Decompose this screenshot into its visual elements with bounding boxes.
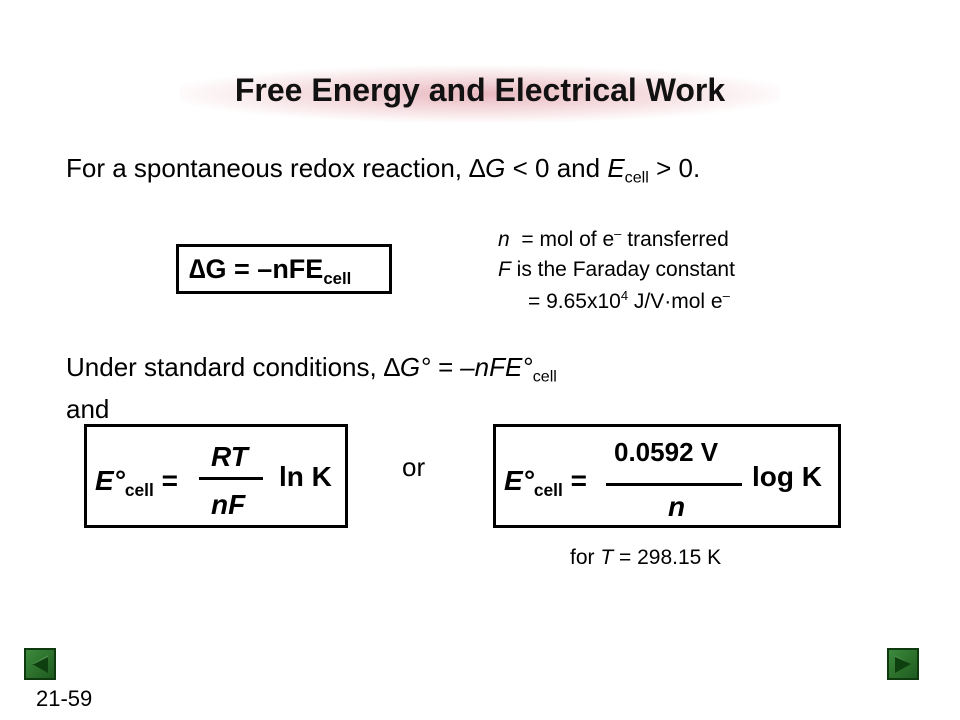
- n-variable: n: [498, 228, 510, 251]
- fraction-bar: [606, 483, 742, 486]
- cell-subscript: cell: [624, 168, 649, 187]
- denominator-text: n: [668, 491, 686, 522]
- statement-mid: < 0 and: [505, 153, 608, 183]
- ecell-standard: E°cell =: [95, 465, 178, 501]
- gibbs-variable: G: [485, 153, 506, 183]
- f-definition: is the Faraday constant: [510, 258, 735, 281]
- delta-symbol: ∆: [189, 254, 206, 284]
- standard-equation: G° = –nFE°: [399, 352, 533, 382]
- ecell-symbol: E°: [95, 465, 125, 496]
- faraday-units: J/V·mol e: [628, 290, 723, 313]
- f-variable: F: [498, 258, 511, 281]
- temperature-variable: T: [600, 546, 614, 569]
- next-slide-icon: [895, 655, 911, 673]
- previous-slide-button[interactable]: [24, 648, 56, 680]
- note-prefix: for: [570, 546, 601, 569]
- next-slide-button[interactable]: [887, 648, 919, 680]
- standard-conditions-statement: Under standard conditions, ∆G° = –nFE°ce…: [66, 352, 557, 386]
- statement-suffix: > 0.: [648, 153, 701, 183]
- previous-slide-icon: [32, 655, 48, 673]
- delta-symbol: ∆: [469, 153, 486, 183]
- equals-sign: =: [153, 465, 178, 496]
- faraday-value: = 9.65x104 J/V·mol e–: [528, 288, 730, 314]
- constant-numerator: 0.0592 V: [614, 437, 719, 467]
- and-text: and: [66, 394, 110, 424]
- faraday-value-prefix: = 9.65x10: [528, 290, 621, 313]
- statement-prefix: For a spontaneous redox reaction,: [66, 153, 470, 183]
- equals-sign: =: [562, 465, 587, 496]
- free-energy-equation-box: ∆G = –nFEcell: [176, 244, 392, 294]
- rt-numerator: RT: [211, 441, 248, 473]
- ln-k-term: ln K: [279, 461, 332, 492]
- slide-title: Free Energy and Electrical Work: [234, 72, 726, 108]
- ecell-standard: E°cell =: [504, 465, 587, 501]
- log-k-term: log K: [752, 461, 822, 492]
- numerator-text: RT: [211, 441, 248, 472]
- temperature-note: for T = 298.15 K: [570, 546, 721, 570]
- slide-number: 21-59: [36, 686, 93, 711]
- fraction-bar: [199, 477, 263, 480]
- n-denominator: n: [668, 491, 685, 523]
- definition-f: F is the Faraday constant: [498, 258, 735, 282]
- or-text: or: [402, 452, 426, 482]
- denominator-text: nF: [211, 489, 246, 520]
- nf-denominator: nF: [211, 489, 245, 521]
- delta-symbol: ∆: [383, 352, 400, 382]
- electron-charge-sup: –: [614, 226, 622, 242]
- equation-body: G = –nFE: [205, 254, 324, 284]
- statement-prefix: Under standard conditions,: [66, 352, 384, 382]
- log-k-equation-box: E°cell = 0.0592 V n log K: [493, 424, 841, 528]
- potential-variable: E: [607, 153, 625, 183]
- note-suffix: = 298.15 K: [613, 546, 722, 569]
- free-energy-equation: ∆G = –nFEcell: [189, 254, 352, 288]
- title-highlight: [180, 66, 780, 122]
- cell-subscript: cell: [532, 367, 557, 386]
- cell-subscript: cell: [124, 480, 154, 501]
- n-definition-tail: transferred: [621, 228, 729, 251]
- n-definition: = mol of e: [509, 228, 615, 251]
- exponent: 4: [620, 288, 629, 304]
- cell-subscript: cell: [533, 480, 563, 501]
- electron-charge-sup: –: [722, 288, 730, 304]
- ln-k-equation-box: E°cell = RT nF ln K: [84, 424, 348, 528]
- spontaneity-statement: For a spontaneous redox reaction, ∆G < 0…: [66, 153, 701, 187]
- ecell-symbol: E°: [504, 465, 534, 496]
- cell-subscript: cell: [323, 268, 352, 288]
- definition-n: n = mol of e– transferred: [498, 226, 729, 252]
